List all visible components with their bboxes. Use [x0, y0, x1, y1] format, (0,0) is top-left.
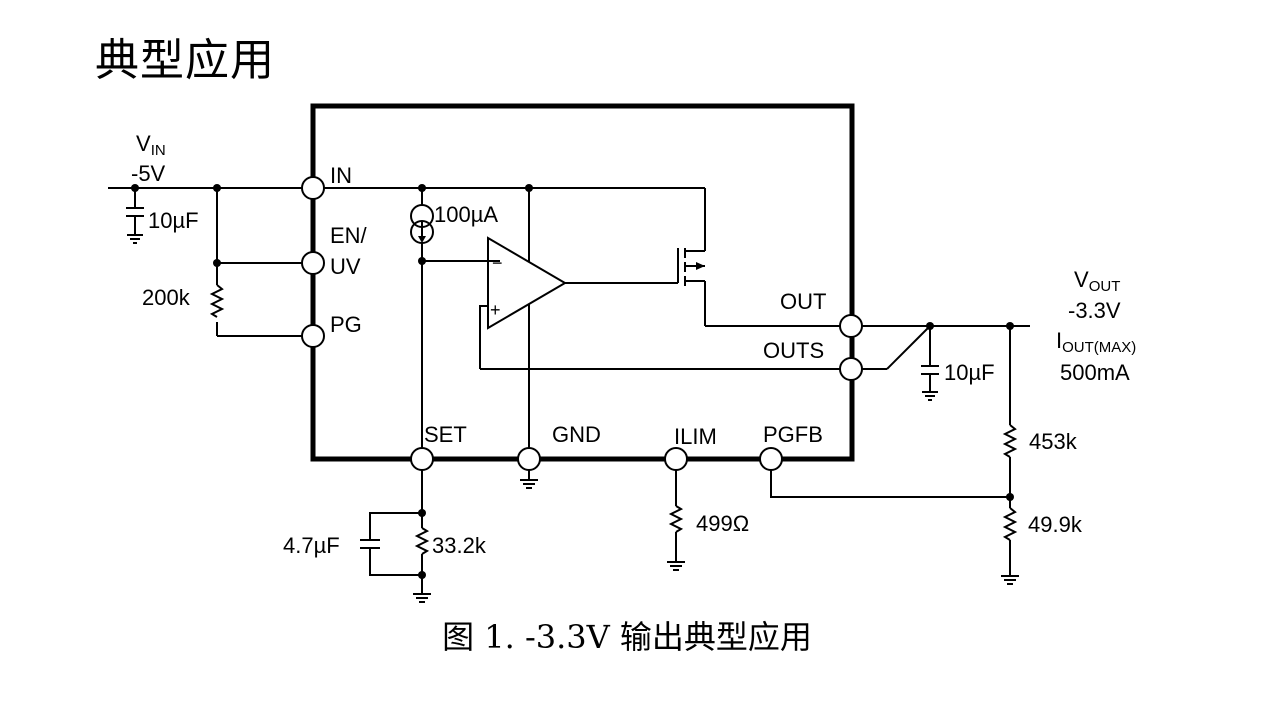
pin-label-pg: PG: [330, 312, 362, 337]
pin-in: [301, 176, 325, 200]
pin-label-ilim: ILIM: [674, 424, 717, 449]
resistor-33-2k: [414, 527, 430, 555]
pin-label-gnd: GND: [552, 422, 601, 447]
ground-icon: [413, 593, 431, 603]
opamp-inverting: −: [492, 253, 503, 273]
opamp-noninverting: +: [490, 300, 501, 320]
capacitor-4-7uf: [360, 512, 422, 576]
pin-label-en: EN/: [330, 223, 368, 248]
rpg-value: 200k: [142, 285, 191, 310]
pin-outs: [839, 357, 863, 381]
iout-value: 500mA: [1060, 360, 1130, 385]
resistor-499: [668, 505, 684, 533]
vout-voltage: -3.3V: [1068, 298, 1121, 323]
current-source-icon: [410, 188, 434, 460]
cin-value: 10µF: [148, 208, 199, 233]
pin-label-pgfb: PGFB: [763, 422, 823, 447]
rtop-value: 453k: [1029, 429, 1078, 454]
rilim-value: 499Ω: [696, 511, 749, 536]
resistor-453k: [1002, 424, 1018, 458]
junction-dot: [213, 259, 221, 267]
pin-pgfb: [759, 447, 783, 471]
iref-value: 100µA: [434, 202, 498, 227]
cout-value: 10µF: [944, 360, 995, 385]
pin-pg: [301, 324, 325, 348]
pin-label-uv: UV: [330, 254, 361, 279]
cset-value: 4.7µF: [283, 533, 340, 558]
vin-voltage: -5V: [131, 161, 166, 186]
rset-value: 33.2k: [432, 533, 487, 558]
pin-label-set: SET: [424, 422, 467, 447]
pin-out: [839, 314, 863, 338]
resistor-200k: [209, 284, 225, 318]
page-title: 典型应用: [95, 35, 275, 86]
figure-caption: 图 1. -3.3V 输出典型应用: [442, 618, 812, 656]
pin-en-uv: [301, 251, 325, 275]
ground-icon: [1001, 575, 1019, 585]
vin-label: VIN: [136, 131, 166, 159]
opamp-icon: [479, 236, 678, 369]
ground-icon: [667, 561, 685, 571]
ground-icon: [520, 479, 538, 489]
resistor-49-9k: [1002, 507, 1018, 541]
ic-body: [310, 103, 855, 462]
pin-label-outs: OUTS: [763, 338, 824, 363]
pin-gnd: [517, 447, 541, 471]
pin-set: [410, 447, 434, 471]
mosfet-icon: [677, 188, 706, 326]
pin-label-in: IN: [330, 163, 352, 188]
vout-label: VOUT: [1074, 267, 1120, 295]
input-capacitor: [126, 188, 144, 244]
iout-label: IOUT(MAX): [1056, 328, 1136, 356]
rbot-value: 49.9k: [1028, 512, 1083, 537]
pin-ilim: [664, 447, 688, 471]
pin-label-out: OUT: [780, 289, 826, 314]
output-capacitor: [921, 326, 939, 401]
